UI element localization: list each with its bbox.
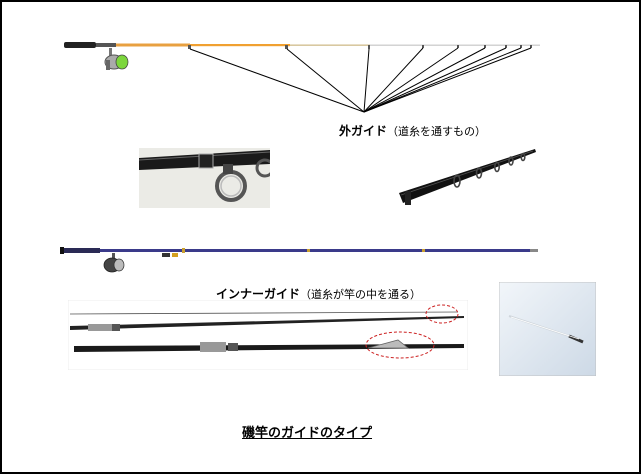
- inner-guide-tip-photo: [499, 282, 596, 376]
- guide-pointer-lines: [189, 47, 532, 113]
- outer-guide-rod: [64, 42, 540, 113]
- rod-blank: [100, 249, 538, 252]
- inner-guide-note: （道糸が竿の中を通る）: [300, 288, 422, 301]
- rod-blank-tip: [370, 44, 540, 46]
- outer-guide-note: （道糸を通すもの）: [387, 125, 487, 138]
- highlight-circle: [425, 304, 459, 324]
- reel-seat: [96, 43, 116, 47]
- rod-grip: [64, 42, 96, 48]
- rod-grip: [60, 248, 100, 253]
- inner-guide-label: インナーガイド（道糸が竿の中を通る）: [216, 285, 421, 302]
- rod-blank-upper: [290, 44, 370, 46]
- outer-guides: [188, 45, 532, 49]
- spinning-reel-icon: [103, 253, 178, 273]
- inner-guide-title: インナーガイド: [216, 287, 301, 301]
- highlight-circle: [365, 331, 435, 359]
- outer-guide-closeup-photo: [139, 148, 270, 208]
- outer-guide-label: 外ガイド（道糸を通すもの）: [339, 122, 486, 139]
- diagram-caption: 磯竿のガイドのタイプ: [242, 426, 373, 441]
- rod-blank-butt: [116, 43, 190, 47]
- outer-guide-title: 外ガイド: [339, 124, 388, 138]
- inner-guide-rod: [60, 247, 538, 273]
- inner-guide-rods-photo: [68, 300, 468, 370]
- outer-guide-tip-photo: [395, 143, 538, 211]
- spinning-reel-icon: [104, 48, 129, 70]
- rod-blank-mid: [190, 44, 290, 47]
